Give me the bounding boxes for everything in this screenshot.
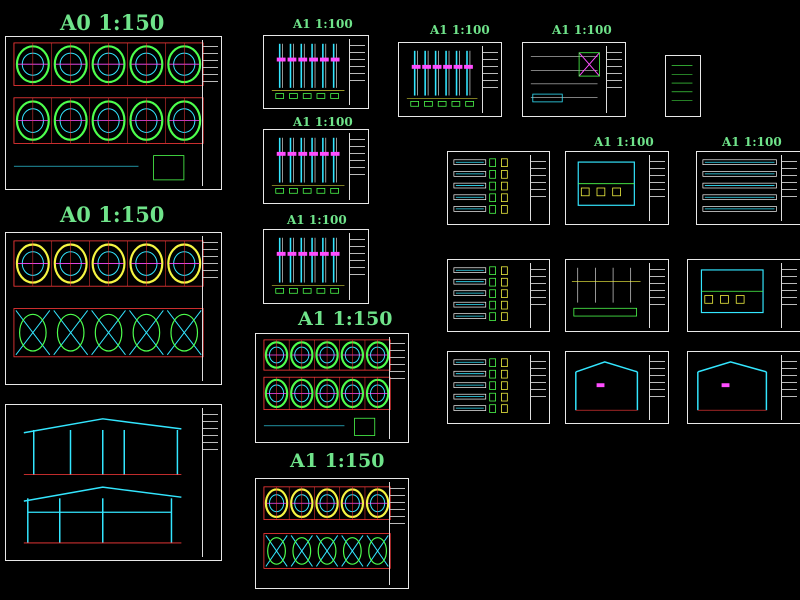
sheet-drawing [453, 358, 508, 413]
title-block [202, 236, 218, 381]
title-block [530, 355, 546, 420]
title-block [530, 263, 546, 328]
sheet-portal-frame-2 [687, 351, 800, 424]
sheet-drawing [406, 50, 478, 107]
sheet-beam-detail-2 [696, 151, 800, 225]
title-block [389, 337, 405, 439]
title-block [530, 155, 546, 221]
sheet-a0-roof-plan [5, 232, 222, 385]
title-block [349, 233, 365, 300]
sheet-portal-frame-1 [565, 351, 669, 424]
label-a1-100-r2: A1 1:100 [722, 135, 782, 149]
title-block [349, 39, 365, 105]
sheet-drawing [530, 52, 600, 103]
sheet-beam-detail-4 [447, 351, 550, 424]
sheet-drawing [271, 137, 345, 194]
title-block [649, 355, 665, 420]
label-a0-mid: A0 1:150 [60, 202, 165, 227]
sheet-a1-plan-2 [255, 478, 409, 589]
sheet-drawing [697, 361, 768, 411]
sheet-drawing [271, 237, 345, 294]
sheet-frame-detail-1 [565, 151, 669, 225]
sheet-drawing [263, 339, 391, 436]
sheet-drawing [571, 267, 641, 317]
sheet-beam-detail-3 [447, 259, 550, 332]
title-block [482, 46, 498, 113]
title-block [202, 40, 218, 186]
title-block [349, 133, 365, 200]
sheet-a0-frame-elevation [5, 404, 222, 561]
sheet-drawing [453, 158, 508, 214]
label-a0-top: A0 1:150 [60, 10, 165, 35]
sheet-a1-plan-1 [255, 333, 409, 443]
sheet-plate-detail [565, 259, 669, 332]
sheet-a1-column-detail-3 [263, 229, 369, 304]
sheet-drawing [13, 42, 204, 181]
sheet-drawing [577, 161, 635, 206]
label-a1-100-col3: A1 1:100 [287, 213, 347, 227]
sheet-drawing [453, 266, 508, 321]
label-a1-150-a: A1 1:150 [298, 308, 393, 330]
title-block [781, 263, 797, 328]
label-a1-100-col1: A1 1:100 [293, 17, 353, 31]
sheet-a0-foundation-plan [5, 36, 222, 190]
title-block [606, 46, 622, 113]
sheet-drawing [702, 159, 777, 212]
sheet-drawing [23, 418, 182, 544]
sheet-drawing [13, 240, 204, 358]
sheet-drawing [263, 486, 391, 569]
label-a1-100-r1: A1 1:100 [594, 135, 654, 149]
sheet-drawing [271, 43, 345, 99]
sheet-drawing [671, 65, 693, 101]
sheet-a1-column-detail-2 [263, 129, 369, 204]
label-a1-150-b: A1 1:150 [290, 450, 385, 472]
sheet-beam-detail-1 [447, 151, 550, 225]
title-block [781, 155, 797, 221]
sheet-drawing [575, 361, 639, 411]
title-block [202, 408, 218, 557]
sheet-a1-detail-top-2 [522, 42, 626, 117]
sheet-frame-detail-2 [687, 259, 800, 332]
title-block [389, 482, 405, 585]
title-block [649, 263, 665, 328]
sheet-a1-column-detail-1 [263, 35, 369, 109]
sheet-small-notes [665, 55, 701, 117]
title-block [649, 155, 665, 221]
label-a1-100-col2: A1 1:100 [293, 115, 353, 129]
label-a1-100-top1: A1 1:100 [430, 23, 490, 37]
sheet-drawing [700, 269, 764, 314]
label-a1-100-top2: A1 1:100 [552, 23, 612, 37]
sheet-a1-detail-top-1 [398, 42, 502, 117]
title-block [781, 355, 797, 420]
